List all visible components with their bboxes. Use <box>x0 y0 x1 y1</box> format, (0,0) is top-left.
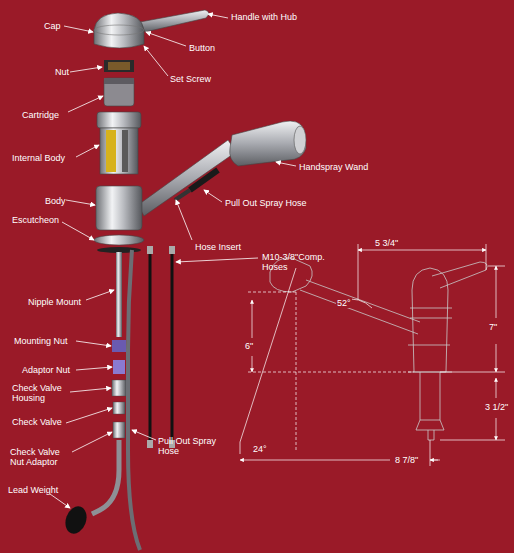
body <box>96 186 142 230</box>
part-label: Handle with Hub <box>231 12 297 22</box>
part-label: Pull Out Spray Hose <box>158 436 218 456</box>
dimension-label: 8 7/8" <box>394 455 419 465</box>
dimension-label: 6" <box>244 341 254 351</box>
part-label: Set Screw <box>170 74 211 84</box>
faucet-outline <box>270 258 487 440</box>
handle <box>140 10 209 32</box>
part-label: Nut <box>55 67 69 77</box>
part-label: Button <box>189 43 215 53</box>
spout-and-wand <box>138 121 306 216</box>
part-label: M10-3/8"Comp. Hoses <box>262 252 332 272</box>
part-label: Nipple Mount <box>28 297 81 307</box>
cap <box>94 13 144 48</box>
part-label: Hose Insert <box>195 242 241 252</box>
dimension-lines <box>240 244 505 466</box>
part-label: Cap <box>44 21 61 31</box>
internal-body <box>97 112 141 174</box>
comp-hoses <box>147 246 175 448</box>
part-label: Lead Weight <box>8 485 58 495</box>
dimension-label: 7" <box>488 322 498 332</box>
part-label: Adaptor Nut <box>22 365 70 375</box>
nipple-mount <box>92 252 126 514</box>
part-label: Pull Out Spray Hose <box>225 198 307 208</box>
cartridge <box>104 78 134 106</box>
nut <box>104 60 134 72</box>
dimension-label: 52° <box>336 298 352 308</box>
lead-weight <box>62 503 90 536</box>
part-label: Handspray Wand <box>299 162 368 172</box>
dimension-label: 5 3/4" <box>374 238 399 248</box>
pull-out-hose <box>128 250 140 550</box>
dimension-label: 3 1/2" <box>484 402 509 412</box>
part-label: Check Valve Housing <box>12 383 68 403</box>
part-label: Check Valve Nut Adaptor <box>10 447 70 467</box>
part-label: Body <box>45 196 66 206</box>
part-label: Internal Body <box>12 153 65 163</box>
part-label: Mounting Nut <box>14 336 68 346</box>
part-label: Escutcheon <box>12 215 59 225</box>
dimension-label: 24° <box>252 444 268 454</box>
part-label: Cartridge <box>22 110 59 120</box>
leader-lines <box>50 14 296 508</box>
part-label: Check Valve <box>12 417 62 427</box>
escutcheon <box>94 235 144 253</box>
